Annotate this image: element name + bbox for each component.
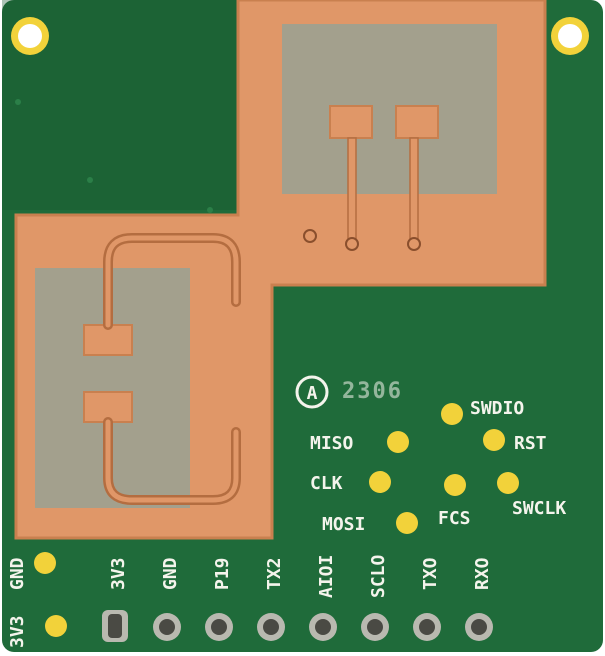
label-fcs: FCS <box>438 508 471 529</box>
header-pad-3v3 <box>102 610 128 642</box>
label-swdio: SWDIO <box>470 398 524 419</box>
copper-via <box>303 229 317 243</box>
svg-text:A: A <box>307 383 318 404</box>
antenna-via-right <box>407 237 421 251</box>
label-header-rxo: RXO <box>472 557 493 590</box>
test-pad-swclk <box>497 472 519 494</box>
antenna-trace-left <box>347 137 357 244</box>
date-code: 2306 <box>342 379 403 404</box>
header-pad-p19 <box>205 613 233 641</box>
test-pad-clk <box>369 471 391 493</box>
side-pad-gnd <box>34 552 56 574</box>
mask-via <box>15 99 21 105</box>
label-rst: RST <box>514 433 547 454</box>
header-pad-sclo <box>361 613 389 641</box>
mask-via <box>207 207 213 213</box>
header-pad-tx2 <box>257 613 285 641</box>
label-header-gnd: GND <box>160 557 181 590</box>
mask-via <box>87 177 93 183</box>
antenna-feed-pad-left <box>329 105 373 139</box>
label-header-3v3: 3V3 <box>108 557 129 590</box>
header-pad-gnd <box>153 613 181 641</box>
header-pad-aioi <box>309 613 337 641</box>
antenna-via-left <box>345 237 359 251</box>
label-mosi: MOSI <box>322 514 365 535</box>
label-side-gnd: GND <box>7 557 28 590</box>
header-pad-rxo <box>465 613 493 641</box>
header-pad-txo <box>413 613 441 641</box>
test-pad-mosi <box>396 512 418 534</box>
logo-mark: A <box>295 375 329 409</box>
label-header-txo: TXO <box>420 557 441 590</box>
antenna-feed-pad-right <box>395 105 439 139</box>
test-pad-swdio <box>441 403 463 425</box>
antenna-trace-right <box>409 137 419 244</box>
test-pads <box>369 403 519 534</box>
side-pad-3v3 <box>45 615 67 637</box>
label-swclk: SWCLK <box>512 498 566 519</box>
label-clk: CLK <box>310 473 343 494</box>
label-header-p19: P19 <box>212 557 233 590</box>
antenna-patch-top <box>282 24 497 194</box>
test-pad-miso <box>387 431 409 453</box>
label-header-aioi: AIOI <box>316 555 337 598</box>
test-pad-rst <box>483 429 505 451</box>
test-pad-fcs <box>444 474 466 496</box>
header-pads <box>102 610 493 642</box>
label-side-3v3: 3V3 <box>7 615 28 648</box>
label-header-tx2: TX2 <box>264 557 285 590</box>
label-header-sclo: SCLO <box>368 554 389 598</box>
label-miso: MISO <box>310 433 354 454</box>
